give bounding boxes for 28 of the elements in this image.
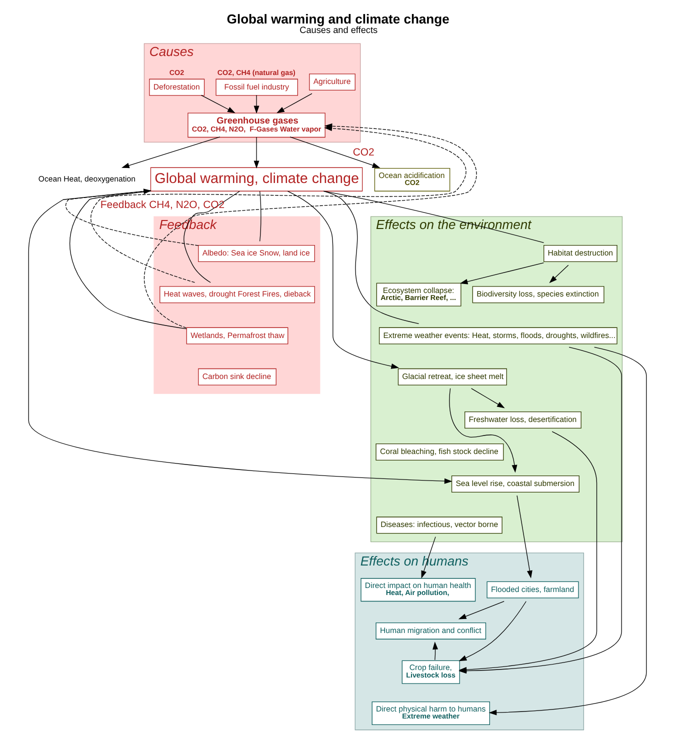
connector	[183, 190, 240, 283]
arrow	[458, 431, 597, 672]
arrow	[120, 136, 220, 168]
arrow	[286, 190, 399, 369]
arrow	[432, 642, 438, 660]
connector	[69, 190, 186, 330]
arrow	[458, 601, 504, 620]
connector	[259, 191, 261, 242]
arrow	[253, 136, 259, 169]
arrow	[200, 94, 235, 114]
arrow	[488, 346, 646, 716]
arrow	[289, 136, 380, 168]
arrow	[64, 188, 198, 246]
arrow	[28, 190, 452, 484]
arrow	[459, 262, 544, 284]
arrow	[143, 123, 476, 328]
arrow	[548, 264, 568, 284]
edge-label: CO2	[352, 148, 374, 159]
diagram-title: Global warming and climate change	[226, 11, 449, 26]
arrow	[516, 495, 532, 578]
arrow	[276, 93, 312, 114]
arrow	[458, 601, 526, 662]
connector	[322, 190, 419, 324]
caption: Causes and effects	[299, 25, 378, 36]
arrow	[470, 388, 504, 408]
arrow	[448, 388, 517, 473]
connector	[322, 190, 544, 243]
arrow	[253, 94, 259, 114]
